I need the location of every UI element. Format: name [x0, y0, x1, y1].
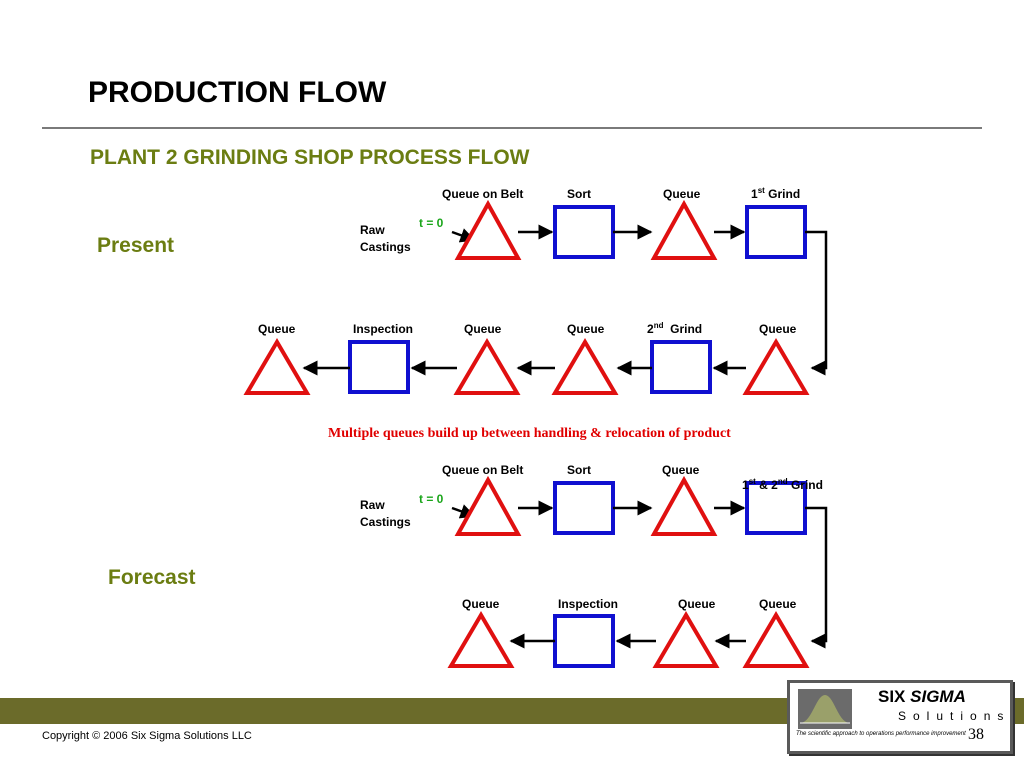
queue-triangle [650, 199, 718, 260]
page-title: PRODUCTION FLOW [88, 76, 387, 109]
process-box [553, 205, 615, 259]
forecast-top-row [451, 475, 828, 649]
present-top-row [451, 199, 828, 376]
copyright-text: Copyright © 2006 Six Sigma Solutions LLC [42, 730, 252, 742]
queue-triangle [243, 338, 311, 395]
present-label-inspection: Inspection [353, 322, 414, 336]
process-box [553, 481, 615, 535]
forecast-t-zero: t = 0 [419, 492, 444, 506]
queue-triangle [551, 338, 619, 395]
process-box [348, 340, 410, 394]
forecast-label-sort: Sort [567, 463, 591, 477]
queue-triangle [453, 338, 521, 395]
process-flow-diagram [243, 199, 828, 668]
forecast-label-queue: Queue [759, 597, 797, 611]
forecast-label-queue: Queue [678, 597, 716, 611]
subtitle: PLANT 2 GRINDING SHOP PROCESS FLOW [90, 146, 530, 169]
queue-triangle [650, 475, 718, 536]
process-box [745, 205, 807, 259]
present-t-zero: t = 0 [419, 216, 444, 230]
present-label-queue: Queue [464, 322, 502, 336]
forecast-label: Forecast [108, 566, 196, 589]
six-sigma-logo: SIX SIGMA Solutions The scientific appro… [787, 680, 1013, 754]
page-number: 38 [968, 726, 984, 743]
queue-triangle [447, 611, 515, 668]
queue-triangle [742, 338, 810, 395]
bell-curve-icon [798, 689, 852, 729]
queue-triangle [454, 475, 522, 536]
red-annotation-note: Multiple queues build up between handlin… [328, 426, 731, 441]
forecast-label-queue: Queue [662, 463, 700, 477]
forecast-label-combined-grind: 1st & 2nd Grind [742, 477, 823, 493]
logo-tagline: The scientific approach to operations pe… [796, 731, 966, 737]
present-bottom-row [243, 338, 810, 395]
forecast-label-queue-on-belt: Queue on Belt [442, 463, 524, 477]
present-label-second-grind: 2nd Grind [647, 321, 703, 337]
present-label-first-grind: 1st Grind [751, 186, 801, 202]
queue-triangle [652, 611, 720, 668]
forecast-label-inspection: Inspection [558, 597, 619, 611]
present-label-queue-on-belt: Queue on Belt [442, 187, 524, 201]
present-label-sort: Sort [567, 187, 591, 201]
forecast-label-queue: Queue [462, 597, 500, 611]
queue-triangle [742, 611, 810, 668]
present-label-queue: Queue [567, 322, 605, 336]
present-label-queue: Queue [258, 322, 296, 336]
present-label-queue: Queue [759, 322, 797, 336]
queue-triangle [454, 199, 522, 260]
process-box [553, 614, 615, 668]
process-box [650, 340, 712, 394]
forecast-bottom-row [447, 611, 810, 668]
present-label-queue: Queue [663, 187, 701, 201]
title-divider [42, 127, 982, 129]
present-label: Present [97, 234, 175, 257]
logo-solutions: Solutions [898, 709, 1011, 723]
logo-wordmark: SIX SIGMA [878, 687, 966, 706]
